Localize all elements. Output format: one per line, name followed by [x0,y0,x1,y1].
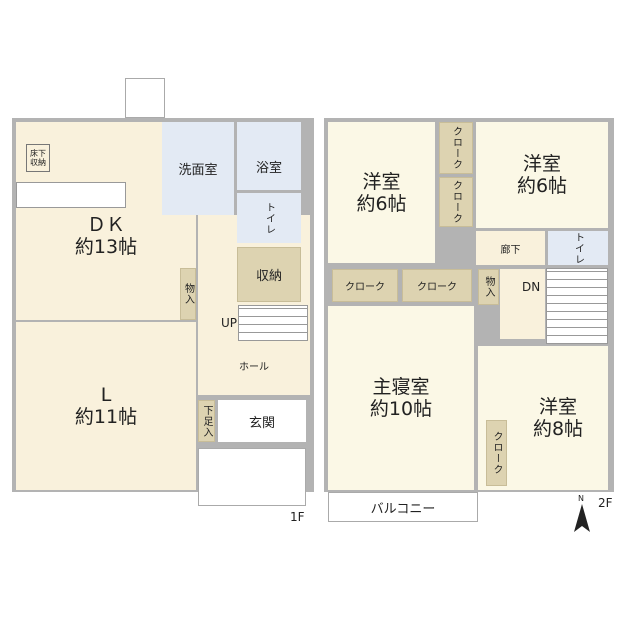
cloak-label: クローク [417,282,457,293]
balcony: バルコニー [328,492,478,522]
cloak-3: クローク [332,269,398,302]
floor-label-2f: 2F [598,496,613,510]
cloak-4: クローク [402,269,472,302]
underfloor-storage: 床下収納 [26,144,50,172]
stairs-1f [238,305,308,341]
room-corridor: 廊下 [476,231,545,265]
room-storage: 収納 [237,247,301,302]
room-name: 収納 [255,269,282,284]
porch [198,448,306,506]
shoe-closet: 下足入 [198,400,215,442]
room-name: 主寝室 [372,376,430,398]
room-size: 約10帖 [369,398,433,420]
room-size: 約8帖 [532,418,584,440]
compass: N [570,494,594,534]
room-name: 浴室 [255,160,282,176]
room-name: トイレ [263,201,275,235]
room-master: 主寝室 約10帖 [328,306,474,490]
room-size: 約11帖 [74,406,138,428]
compass-north-label: N [578,494,584,503]
room-name: 洋室 [538,396,577,418]
stairs-2f [546,268,608,344]
room-bathroom: 浴室 [237,122,301,190]
room-western-b: 洋室 約6帖 [476,122,608,228]
closet-2f: 物入 [478,269,499,305]
room-name: 洋室 [362,170,401,193]
room-name: ＤＫ [86,214,125,236]
room-toilet-2f: トイレ [548,231,608,265]
cloak-label: クローク [345,282,385,293]
stairs-up-label: UP [221,316,238,330]
underfloor-storage-label: 床下収納 [30,149,46,167]
room-name: L [100,384,112,406]
room-washroom: 洗面室 [162,122,234,215]
cloak-5: クローク [486,420,507,486]
north-arrow-icon [574,504,590,532]
room-name: ホール [239,361,269,373]
room-size: 約6帖 [516,175,568,197]
cloak-label: クローク [491,431,502,475]
room-name: 洋室 [522,153,561,175]
room-name: バルコニー [370,501,436,517]
cloak-2: クローク [439,177,473,227]
room-entrance: 玄関 [218,400,306,442]
back-door-porch [125,78,165,118]
room-size: 約6帖 [356,192,407,215]
room-name: 洗面室 [178,163,218,178]
shoe-closet-label: 下足入 [201,404,212,438]
room-living: L 約11帖 [16,322,196,490]
room-name: 廊下 [500,244,521,256]
stairs-down-label: DN [522,280,541,294]
cloak-label: クローク [450,180,462,224]
closet-label: 物入 [182,283,194,305]
closet-1f: 物入 [180,268,196,320]
room-toilet-1f: トイレ [237,193,301,243]
room-name: 玄関 [248,415,275,431]
floor-label-1f: 1F [290,510,305,524]
closet-label: 物入 [483,276,494,298]
room-western-a: 洋室 約6帖 [328,122,435,263]
room-name: トイレ [572,231,584,265]
kitchen-counter [16,182,126,208]
cloak-label: クローク [450,126,462,170]
room-size: 約13帖 [74,236,138,258]
stair-landing [500,269,545,339]
cloak-1: クローク [439,122,473,174]
